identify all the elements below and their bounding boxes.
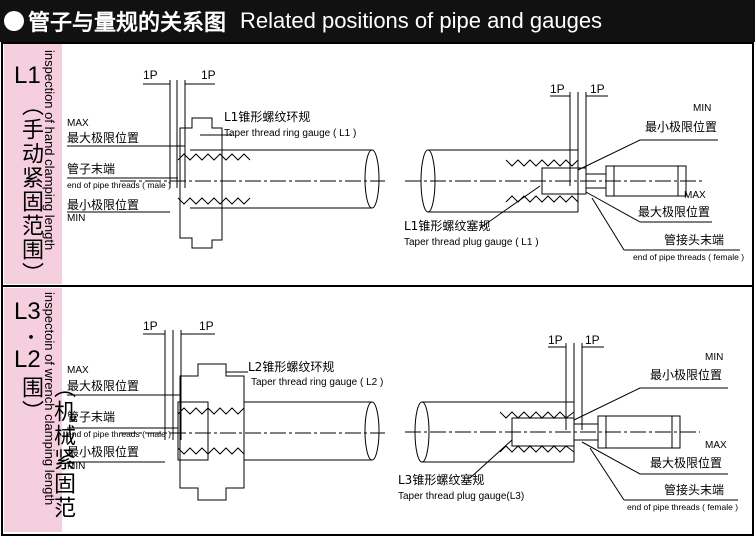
- title-english: Related positions of pipe and gauges: [240, 8, 603, 33]
- s1-right-min-cn: 最小极限位置: [645, 120, 718, 134]
- s2-right-gauge-en: Taper thread plug gauge(L3): [398, 491, 525, 502]
- s2-right-min-cn: 最小极限位置: [650, 368, 723, 382]
- s1-left-gauge-en: Taper thread ring gauge ( L1 ): [224, 128, 357, 139]
- s1-left-pitch-left: 1P: [143, 68, 158, 82]
- s1-left-gauge-cn: L1锥形螺纹环规: [224, 110, 311, 124]
- s2-left-pitch-left: 1P: [143, 319, 158, 333]
- s1-right-pitch-left: 1P: [550, 82, 565, 96]
- s2-left-min-cn: 最小极限位置: [67, 445, 140, 459]
- side-panel-l2l3: L3 ・ L2 （机械紧固范围） inspectoin of wrench cl…: [4, 288, 75, 532]
- s2-right-pitch-left: 1P: [548, 333, 563, 347]
- s1-left-min-en: MIN: [67, 213, 86, 224]
- s1-right-min-en: MIN: [693, 103, 712, 114]
- s2-left-max-en: MAX: [67, 365, 89, 376]
- s2-right-max-cn: 最大极限位置: [650, 456, 723, 470]
- ring-gauge-diagram-1: [67, 80, 385, 249]
- side-en-l1: inspection of hand clamping length: [42, 50, 57, 251]
- s1-right-pitch-right: 1P: [590, 82, 605, 96]
- s2-left-pitch-right: 1P: [199, 319, 214, 333]
- s1-right-socket-end-cn: 管接头末端: [664, 233, 725, 247]
- s1-left-pitch-right: 1P: [201, 68, 216, 82]
- s1-right-gauge-cn: L1锥形螺纹塞规: [404, 219, 491, 233]
- side-en-l2l3: inspectoin of wrench clamping length: [42, 292, 57, 506]
- s1-right-max-cn: 最大极限位置: [638, 205, 711, 219]
- s1-left-max-cn: 最大极限位置: [67, 131, 140, 145]
- s2-left-max-cn: 最大极限位置: [67, 379, 140, 393]
- s2-right-gauge-cn: L3锥形螺纹塞规: [398, 473, 485, 487]
- side-cn-l2l3: （机械紧固范围）: [18, 376, 75, 520]
- ring-gauge-diagram-2: [67, 330, 385, 501]
- s2-right-max-en: MAX: [705, 440, 727, 451]
- s1-left-pipe-end-en: end of pipe threads ( male ): [67, 180, 171, 190]
- s1-right-socket-end-en: end of pipe threads ( female ): [633, 252, 745, 262]
- s2-left-gauge-cn: L2锥形螺纹环规: [248, 360, 335, 374]
- side-code-l3: L3: [14, 298, 41, 325]
- side-code-l2: L2: [14, 346, 41, 373]
- title-bar: 管子与量规的关系图 Related positions of pipe and …: [0, 0, 755, 42]
- s1-left-pipe-end-cn: 管子末端: [67, 162, 116, 176]
- side-cn-l1: （手动紧固范围）: [18, 94, 43, 286]
- bullet-icon: [4, 11, 24, 31]
- outer-border: [1, 42, 754, 536]
- plug-gauge-diagram-1: [405, 92, 740, 251]
- s2-left-min-en: MIN: [67, 461, 86, 472]
- side-panel-l1: L1 （手动紧固范围） inspection of hand clamping …: [4, 44, 62, 286]
- s1-right-max-en: MAX: [684, 190, 706, 201]
- s2-right-socket-end-en: end of pipe threads ( female ): [627, 502, 739, 512]
- s2-right-min-en: MIN: [705, 352, 724, 363]
- s2-right-pitch-right: 1P: [585, 333, 600, 347]
- s1-right-gauge-en: Taper thread plug gauge ( L1 ): [404, 237, 539, 248]
- plug-gauge-diagram-2: [405, 343, 738, 501]
- side-code-l1: L1: [14, 62, 41, 89]
- s1-left-min-cn: 最小极限位置: [67, 198, 140, 212]
- s1-left-max-en: MAX: [67, 118, 89, 129]
- side-dot: ・: [22, 328, 40, 348]
- s2-left-pipe-end-cn: 管子末端: [67, 410, 116, 424]
- s2-left-gauge-en: Taper thread ring gauge ( L2 ): [251, 377, 384, 388]
- s2-right-socket-end-cn: 管接头末端: [664, 483, 725, 497]
- s2-left-pipe-end-en: end of pipe threads ( male ): [67, 429, 171, 439]
- title-chinese: 管子与量规的关系图: [28, 11, 227, 36]
